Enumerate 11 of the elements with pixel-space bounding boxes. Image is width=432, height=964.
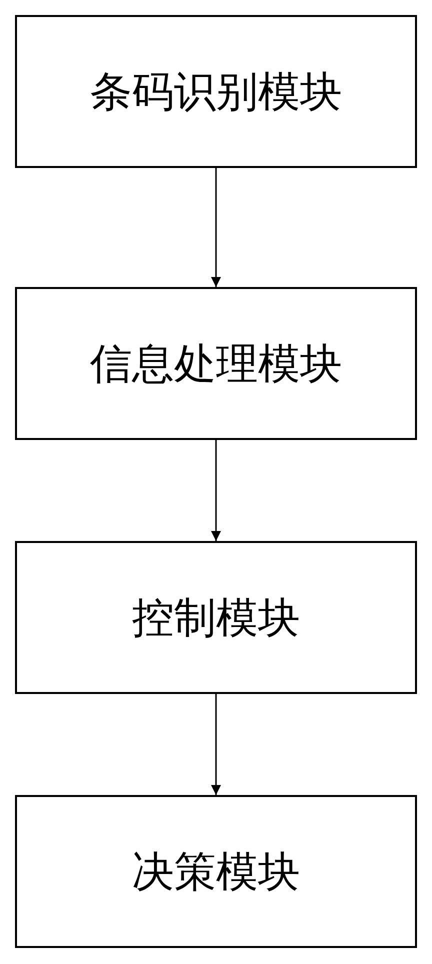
process-box [15, 15, 417, 168]
arrow [211, 168, 221, 287]
arrow [211, 440, 221, 541]
process-box [15, 795, 417, 948]
process-box [15, 541, 417, 694]
process-box [15, 287, 417, 440]
box-label: 信息处理模块 [90, 338, 342, 390]
arrow [211, 694, 221, 795]
box-label: 控制模块 [132, 592, 300, 644]
box-label: 决策模块 [132, 846, 300, 898]
box-label: 条码识别模块 [90, 66, 342, 118]
